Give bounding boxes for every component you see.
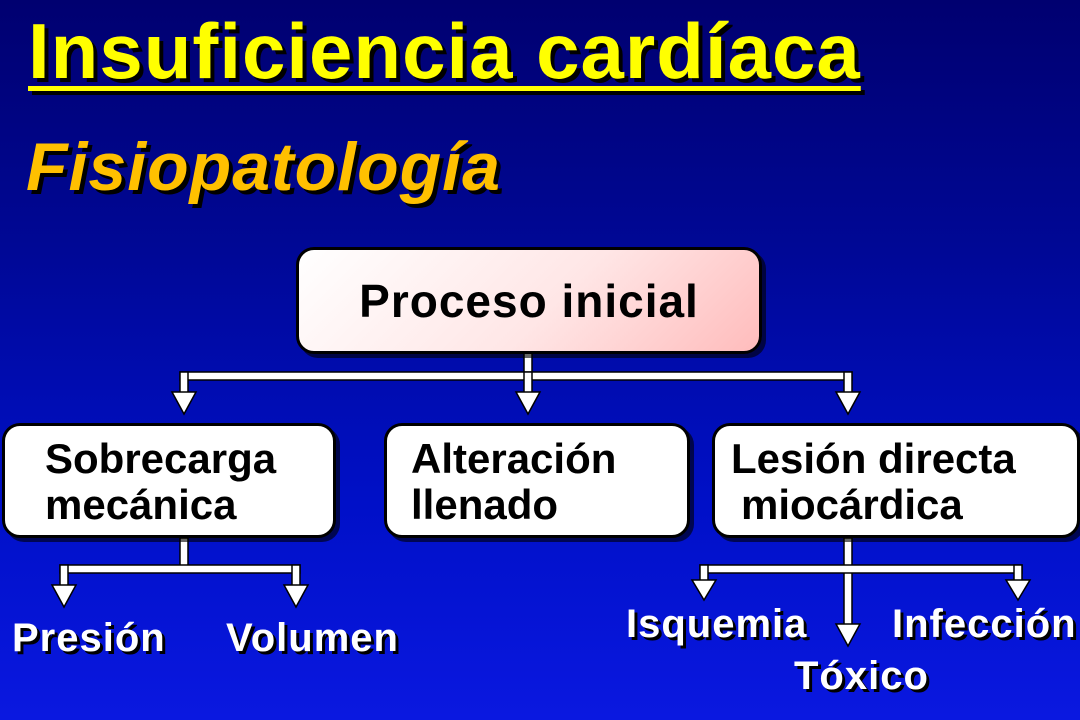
branch-node-sobrecarga: Sobrecarga mecánica [2,423,336,538]
arrow-down-icon [1004,579,1032,602]
arrow-down-icon [514,391,542,416]
right-stem-line [843,537,853,627]
top-horizontal-line [179,371,853,381]
drop-line-left [179,371,189,395]
branch-label-line2: mecánica [45,481,237,528]
left-stem-line [179,537,189,569]
slide-subtitle: Fisiopatología [26,129,501,205]
drop-line-presion [59,564,69,588]
branch-node-lesion: Lesión directa miocárdica [712,423,1080,538]
arrow-down-icon [282,584,310,609]
branch-label-line1: Sobrecarga [45,435,277,482]
branch-label-line1: Lesión directa [731,435,1016,482]
arrow-down-icon [690,579,718,602]
branch-label-line2: llenado [411,481,559,528]
root-node-label: Proceso inicial [359,274,699,327]
arrow-down-icon [834,623,862,648]
arrow-down-icon [50,584,78,609]
right-horizontal-line [699,564,1023,574]
left-horizontal-line [59,564,301,574]
drop-line-right [843,371,853,395]
root-node-box: Proceso inicial [296,247,762,354]
arrow-down-icon [834,391,862,416]
leaf-label-isquemia: Isquemia [626,602,808,646]
slide-title: Insuficiencia cardíaca [28,7,861,95]
leaf-label-volumen: Volumen [226,616,399,660]
leaf-label-infeccion: Infección [892,602,1077,646]
drop-line-volumen [291,564,301,588]
branch-node-alteracion: Alteración llenado [384,423,690,538]
branch-label-line2: miocárdica [741,481,963,528]
drop-line-center [523,371,533,395]
branch-label-line1: Alteración [411,435,617,482]
leaf-label-presion: Presión [12,616,166,660]
arrow-down-icon [170,391,198,416]
leaf-label-toxico: Tóxico [794,654,929,698]
